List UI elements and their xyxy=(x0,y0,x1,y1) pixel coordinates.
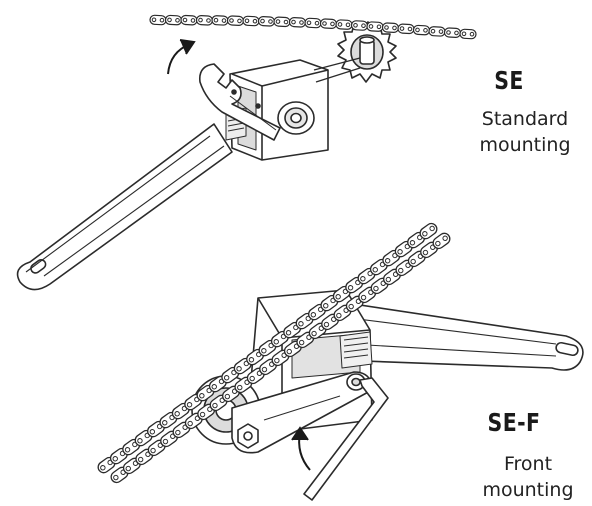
se-chain-link xyxy=(180,14,198,26)
se-chain-link xyxy=(288,16,307,28)
se-chain-link xyxy=(350,19,369,32)
se-desc-line-2: mounting xyxy=(479,134,571,156)
se-mounting-description: Standard mounting xyxy=(460,106,590,158)
se-chain-link xyxy=(273,16,291,28)
se-chain-link xyxy=(412,24,431,36)
se-desc-line-1: Standard xyxy=(481,108,569,130)
sef-rotation-arrow-icon xyxy=(291,426,311,471)
sef-mounting-description: Front mounting xyxy=(468,451,588,503)
se-rotation-arrow-icon xyxy=(167,39,196,75)
se-chain-link xyxy=(366,21,384,33)
sef-desc-line-2: mounting xyxy=(482,479,574,501)
se-model-code: SE xyxy=(494,66,524,95)
se-chain-link xyxy=(335,19,353,31)
se-spanner xyxy=(198,63,281,141)
se-axle-bolt xyxy=(277,101,315,135)
se-chain-link xyxy=(381,22,400,34)
sef-desc-line-1: Front xyxy=(503,453,553,475)
se-chain-link xyxy=(226,15,245,27)
se-chain-link xyxy=(164,14,183,26)
se-assembly xyxy=(16,21,397,291)
se-chain-link xyxy=(304,17,322,29)
se-chain-link xyxy=(257,15,276,27)
sef-front-plate xyxy=(231,371,373,454)
se-tension-arm xyxy=(16,123,233,291)
se-roller-chain xyxy=(149,14,477,40)
sef-hex-key xyxy=(303,373,389,501)
se-chain-link xyxy=(397,23,415,35)
sef-tension-arm xyxy=(335,301,584,371)
se-chain-link xyxy=(319,18,338,30)
se-chain-link xyxy=(242,15,260,27)
sef-axle-bolt xyxy=(237,423,259,449)
se-chain-link xyxy=(459,28,477,40)
se-chain-link xyxy=(443,27,462,39)
se-chain-link xyxy=(211,14,229,26)
se-chain-link xyxy=(428,25,446,37)
se-chain-link xyxy=(195,14,214,26)
se-sprocket xyxy=(313,21,397,83)
sef-model-code: SE-F xyxy=(487,408,541,437)
se-chain-link xyxy=(149,14,167,26)
